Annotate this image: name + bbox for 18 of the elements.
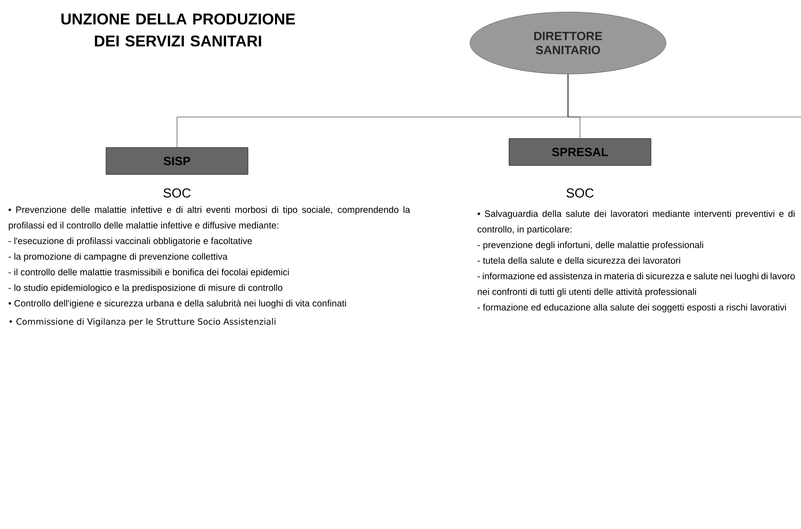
description-text: - il controllo delle malattie trasmissibili e bonifica dei focolai epidemici: [8, 268, 289, 278]
description-text: • Controllo dell'igiene e sicurezza urbana e della salubrità nei luoghi di vita confinati: [8, 300, 346, 308]
description-text: • Salvaguardia della salute dei lavoratori mediante interventi preventivi e di controllo, in particolare:: [478, 210, 795, 234]
connector-line: [568, 74, 801, 118]
description-text: - la promozione di campagne di prevenzione collettiva: [8, 253, 228, 262]
description-text: - informazione ed assistenza in materia di sicurezza e salute nei luoghi di lavoro nei confronti di tutti gli utenti delle attività professionali: [478, 272, 795, 297]
description-text: • Commissione di Vigilanza per le Strutture Socio Assistenziali: [10, 318, 276, 326]
unit-box: SISP: [106, 147, 248, 175]
description-text: - l'esecuzione di profilassi vaccinali obbligatorie e facoltative: [8, 237, 252, 246]
unit-label: SOC: [566, 188, 594, 198]
description-text: - lo studio epidemiologico e la predisposizione di misure di controllo: [8, 284, 282, 293]
description-text: - formazione ed educazione alla salute dei soggetti esposti a rischi lavorativi: [478, 304, 786, 312]
unit-label: SOC: [164, 188, 191, 198]
description-text: • Prevenzione delle malattie infettive e di altri eventi morbosi di tipo sociale, comprendendo la profilassi ed il controllo delle malattie infettive e diffusive mediante:: [8, 206, 410, 230]
title: UNZIONE DELLA PRODUZIONE DEI SERVIZI SANITARI: [61, 14, 295, 46]
unit-box: SPRESAL: [508, 138, 652, 166]
description-text: - tutela della salute e della sicurezza dei lavoratori: [478, 257, 680, 264]
description-text: - prevenzione degli infortuni, delle malattie professionali: [478, 241, 704, 250]
